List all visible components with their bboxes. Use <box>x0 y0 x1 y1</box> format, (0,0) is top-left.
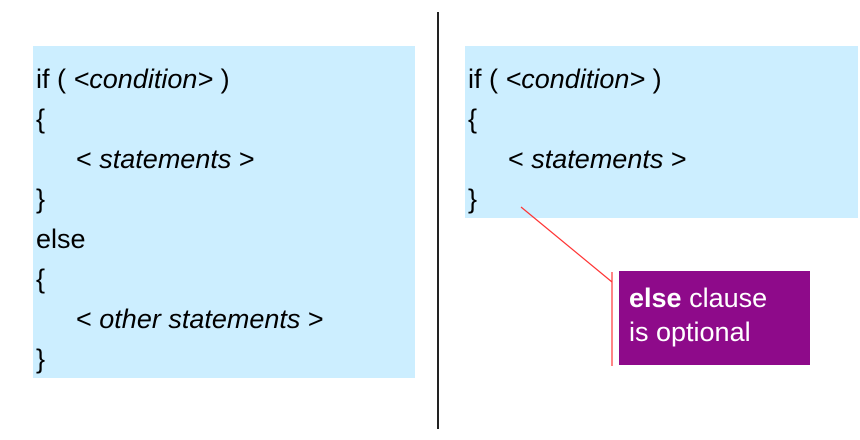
code-line-open-brace: { <box>36 264 46 294</box>
if-else-code-block: if ( <condition> ) { < statements > } el… <box>33 46 415 378</box>
code-line-else: else <box>36 224 86 254</box>
code-line-close-brace: } <box>468 184 478 214</box>
callout-keyword: else <box>629 283 682 313</box>
code-line-close-brace: } <box>36 184 46 214</box>
vertical-divider <box>437 12 439 429</box>
code-line-if: if ( <condition> ) <box>468 64 662 94</box>
if-only-code-block: if ( <condition> ) { < statements > } <box>465 46 858 218</box>
callout-leader-diagonal <box>520 206 613 283</box>
code-line-statements: < statements > <box>508 144 687 174</box>
code-line-other-statements: < other statements > <box>76 304 324 334</box>
else-optional-callout: else clause is optional <box>619 271 810 365</box>
code-line-open-brace: { <box>468 104 478 134</box>
code-line-open-brace: { <box>36 104 46 134</box>
code-line-statements: < statements > <box>76 144 255 174</box>
callout-line-2: is optional <box>629 317 751 347</box>
callout-line-1: else clause <box>629 283 768 313</box>
code-line-close-brace: } <box>36 344 46 374</box>
code-line-if: if ( <condition> ) <box>36 64 230 94</box>
